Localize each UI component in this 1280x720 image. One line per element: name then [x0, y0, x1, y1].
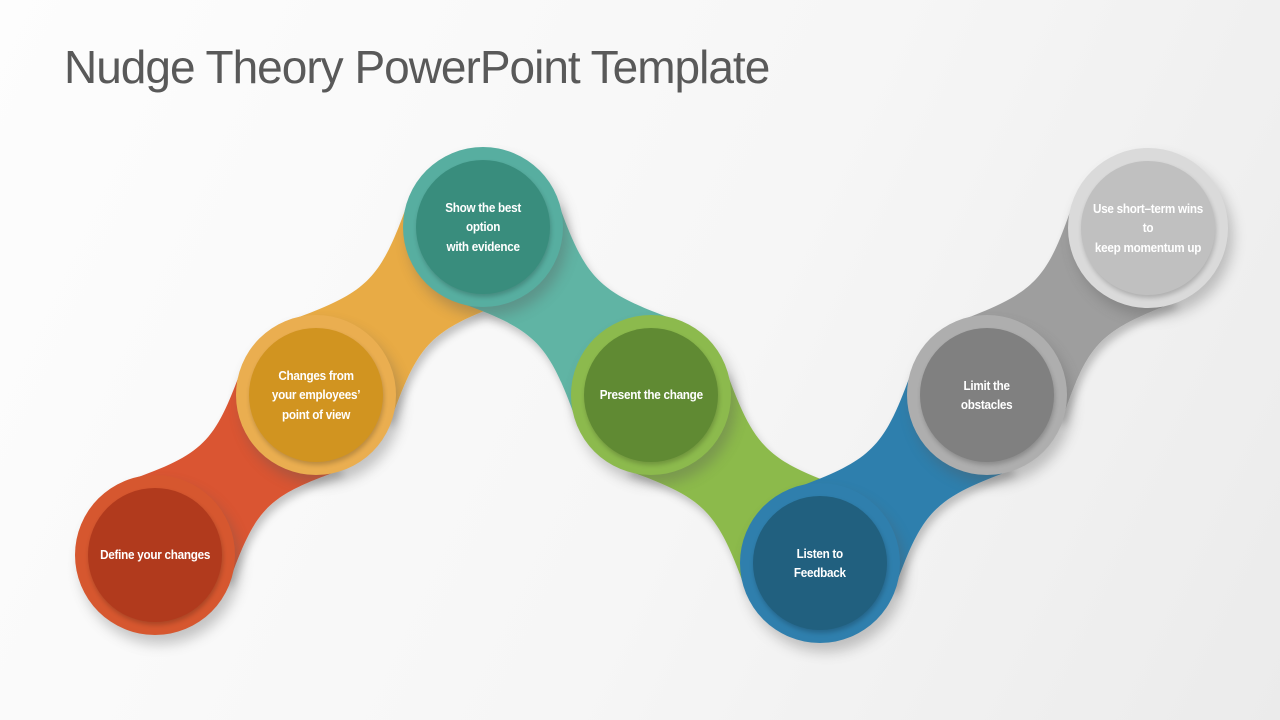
step-label: Use short–term wins to keep momentum up	[1093, 200, 1203, 255]
step-label: Define your changes	[100, 547, 210, 563]
step-circle-inner: Present the change	[584, 328, 718, 462]
step-circle-inner: Show the best option with evidence	[416, 160, 550, 294]
step-circle-inner: Listen to Feedback	[753, 496, 887, 630]
step-label: Limit the obstacles	[961, 377, 1013, 413]
step-label: Listen to Feedback	[794, 545, 846, 581]
step-circle-inner: Define your changes	[88, 488, 222, 622]
step-circle-inner: Limit the obstacles	[920, 328, 1054, 462]
step-circle-3-show-best-option[interactable]: Show the best option with evidence	[403, 147, 563, 307]
step-circle-inner: Use short–term wins to keep momentum up	[1081, 161, 1215, 295]
step-circle-4-present-the-change[interactable]: Present the change	[571, 315, 731, 475]
step-label: Present the change	[599, 387, 703, 403]
step-circle-2-changes-from-employees-view[interactable]: Changes from your employees’ point of vi…	[236, 315, 396, 475]
step-circle-7-short-term-wins[interactable]: Use short–term wins to keep momentum up	[1068, 148, 1228, 308]
step-circle-1-define-your-changes[interactable]: Define your changes	[75, 475, 235, 635]
step-circle-5-listen-to-feedback[interactable]: Listen to Feedback	[740, 483, 900, 643]
step-circle-inner: Changes from your employees’ point of vi…	[249, 328, 383, 462]
step-label: Changes from your employees’ point of vi…	[271, 367, 361, 422]
step-label: Show the best option with evidence	[445, 199, 521, 254]
step-circle-6-limit-the-obstacles[interactable]: Limit the obstacles	[907, 315, 1067, 475]
slide-title[interactable]: Nudge Theory PowerPoint Template	[64, 41, 770, 93]
